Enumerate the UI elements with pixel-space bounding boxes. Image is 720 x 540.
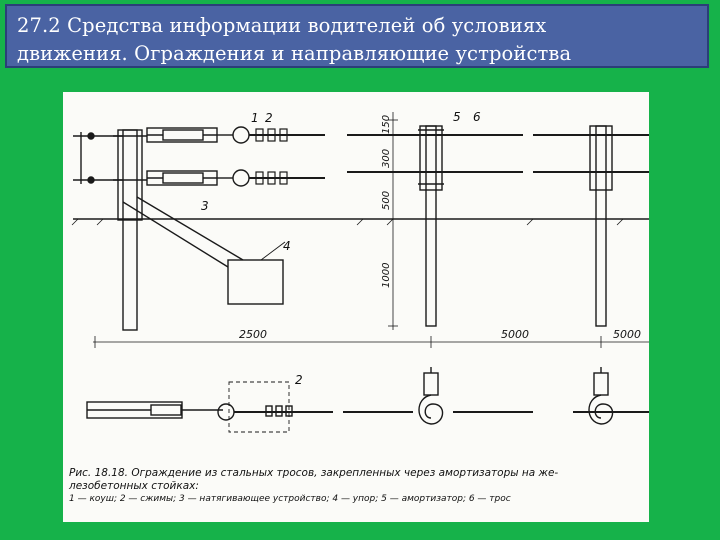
slide-title-line-2: движения. Ограждения и направляющие устр… xyxy=(17,42,572,65)
caption-line-1: Рис. 18.18. Ограждение из стальных тросо… xyxy=(69,467,559,479)
caption-line-2: лезобетонных стойках: xyxy=(69,480,199,492)
rope-clamps xyxy=(255,128,288,185)
callout-4: 4 xyxy=(283,239,291,253)
anchor-post xyxy=(73,129,147,331)
callout-2: 2 xyxy=(265,111,273,125)
dim-150: 150 xyxy=(381,115,392,134)
rope-span-1 xyxy=(249,134,325,179)
tensioner-upper xyxy=(146,126,250,144)
figure-caption: Рис. 18.18. Ограждение из стальных тросо… xyxy=(69,467,639,506)
vertical-dimensions xyxy=(388,112,398,330)
callout-1: 1 xyxy=(251,111,259,125)
caption-legend: 1 — коуш; 2 — сжимы; 3 — натягивающее ус… xyxy=(69,494,511,504)
drawing-canvas: 1 2 3 4 5 6 2 150 300 500 1000 2500 5000… xyxy=(71,110,649,433)
rope-span-2 xyxy=(347,134,523,173)
dim-500: 500 xyxy=(381,191,392,210)
dim-5000-b: 5000 xyxy=(613,328,641,341)
dim-2500: 2500 xyxy=(239,328,267,341)
slide-title-line-1: 27.2 Средства информации водителей об ус… xyxy=(17,14,547,37)
technical-drawing: 1 2 3 4 5 6 2 150 300 500 1000 2500 5000… xyxy=(63,92,649,522)
callout-3: 3 xyxy=(201,199,209,213)
plan-view xyxy=(86,367,649,433)
callout-2-plan: 2 xyxy=(295,373,303,387)
slide-title: 27.2 Средства информации водителей об ус… xyxy=(5,4,709,68)
anchor-strut xyxy=(122,196,286,305)
dim-300: 300 xyxy=(381,149,392,168)
ground-hatch xyxy=(71,218,624,226)
callout-6: 6 xyxy=(473,110,481,124)
post-2 xyxy=(418,125,444,327)
rope-span-3 xyxy=(533,134,649,173)
tensioner-lower xyxy=(146,169,250,187)
dim-5000-a: 5000 xyxy=(501,328,529,341)
horizontal-dimension-line xyxy=(93,336,649,348)
post-3 xyxy=(589,125,613,327)
callout-5: 5 xyxy=(453,110,461,124)
dim-1000: 1000 xyxy=(381,263,392,288)
